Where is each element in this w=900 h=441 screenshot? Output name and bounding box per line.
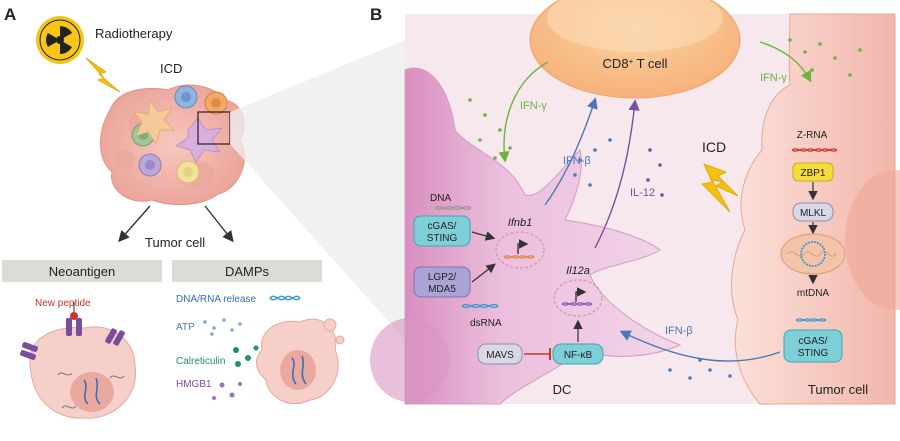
arrow-to-damps (204, 205, 234, 243)
damps-header: DAMPs (225, 264, 270, 279)
icd-label-b: ICD (702, 139, 726, 155)
mlkl-label: MLKL (800, 208, 827, 219)
lgp2-mda5-line2: MDA5 (428, 284, 456, 295)
zoom-funnel (230, 40, 405, 340)
arrow-cgas-to-ifnb1 (471, 231, 496, 241)
damps-header-bar (172, 260, 322, 282)
ifn-beta-arrow-bottom (619, 330, 781, 362)
ifn-beta-arrow-up (544, 97, 598, 206)
mtdna-label: mtDNA (797, 288, 830, 299)
damps-dna-rna-label: DNA/RNA release (176, 294, 256, 305)
damps-hmgb1-label: HMGB1 (176, 379, 212, 390)
ifnb1-nucleus (495, 231, 545, 269)
z-rna-label: Z-RNA (797, 130, 828, 141)
dc-label: DC (553, 382, 572, 397)
panel-b-label: B (370, 5, 382, 24)
il12-arrow (594, 99, 640, 249)
lgp2-mda5-box (413, 266, 471, 298)
neoantigen-header: Neoantigen (49, 264, 116, 279)
dna-label: DNA (430, 193, 451, 204)
cd8-t-cell-label: CD8+ T cell (603, 56, 668, 71)
zbp1-label: ZBP1 (800, 168, 825, 179)
dying-tumor-cell (256, 318, 345, 405)
tumor-cell-label-b: Tumor cell (808, 382, 868, 397)
icd-label: ICD (160, 61, 182, 76)
lightning-bolt-icon (85, 57, 121, 93)
nfkb-box (552, 343, 604, 365)
panel-b: B CD8+ T cell IFN-γ (370, 0, 900, 405)
il12a-label: Il12a (566, 265, 590, 277)
arrow-lgp2-to-ifnb1 (471, 263, 496, 283)
radiation-icon (36, 16, 84, 64)
lgp2-mda5-line1: LGP2/ (428, 272, 457, 283)
ifn-beta-dots-bottom (668, 358, 732, 380)
mavs-box (477, 343, 523, 365)
neoantigen-cell (20, 302, 137, 419)
nfkb-label: NF-κB (564, 350, 593, 361)
hmgb1-dots (212, 382, 242, 400)
arrow-to-neoantigen (118, 205, 151, 243)
new-peptide-label: New peptide (35, 298, 91, 309)
ifn-beta-top-label: IFN-β (563, 155, 591, 167)
dsrna-label: dsRNA (470, 318, 502, 329)
ifn-gamma-arrow-left (498, 61, 549, 163)
neoantigen-header-bar (2, 260, 162, 282)
ifnb1-label: Ifnb1 (508, 217, 532, 229)
tumor-cluster (100, 84, 245, 206)
cgas-sting-left-line1: cGAS/ (428, 221, 457, 232)
ifn-gamma-arrow-right (759, 41, 812, 83)
mitochondrion-icon (780, 233, 846, 275)
cgas-sting-right-line1: cGAS/ (799, 336, 828, 347)
atp-dots (203, 318, 242, 336)
zbp1-box (792, 162, 834, 182)
calreticulin-dots (233, 345, 259, 367)
panel-a-label: A (4, 5, 16, 24)
il12-dots (646, 148, 664, 197)
il12-label: IL-12 (630, 187, 655, 199)
icd-lightning-icon (701, 163, 739, 213)
damps-calreticulin-label: Calreticulin (176, 356, 225, 367)
dc-cell (404, 67, 682, 405)
tumor-cell-label-a: Tumor cell (145, 235, 205, 250)
damps-atp-label: ATP (176, 322, 195, 333)
cgas-sting-left-line2: STING (427, 233, 458, 244)
il12a-nucleus (553, 279, 603, 317)
mlkl-box (792, 202, 834, 222)
ifn-gamma-right-label: IFN-γ (760, 72, 787, 84)
ifn-beta-dots-top (573, 138, 612, 187)
ifn-gamma-dots (468, 38, 862, 160)
cgas-sting-box-right (783, 329, 843, 363)
ifn-gamma-left-label: IFN-γ (520, 100, 547, 112)
ifn-beta-bottom-label: IFN-β (665, 325, 693, 337)
mavs-label: MAVS (486, 350, 514, 361)
radiotherapy-label: Radiotherapy (95, 26, 173, 41)
cgas-sting-box-left (413, 215, 471, 247)
cgas-sting-right-line2: STING (798, 348, 829, 359)
panel-a: A Radiotherapy ICD (2, 5, 345, 419)
